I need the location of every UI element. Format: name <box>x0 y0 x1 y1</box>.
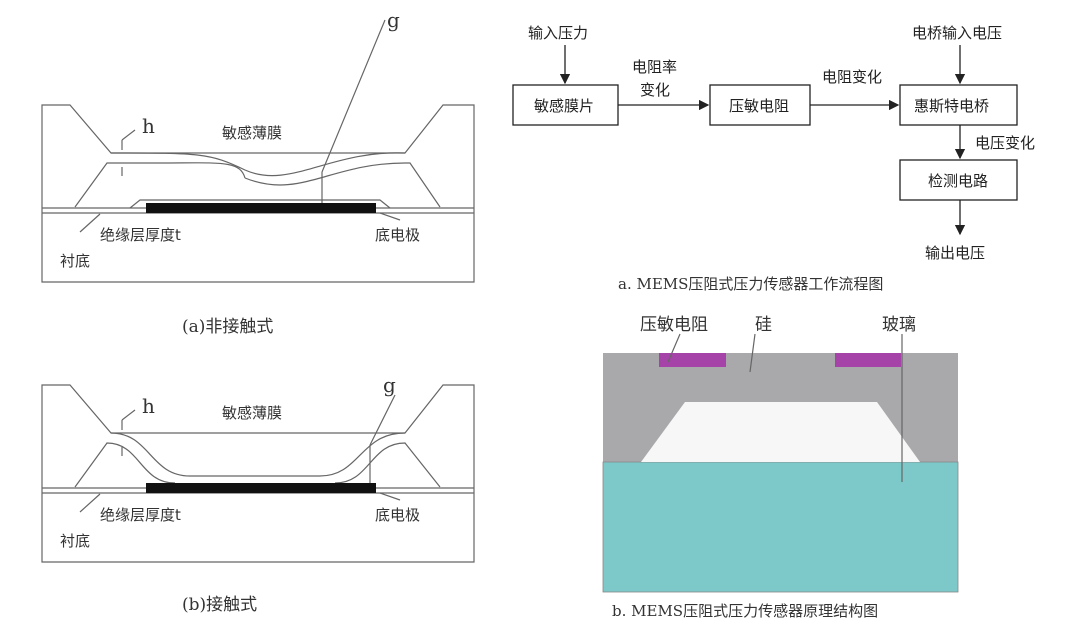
svg-text:压敏电阻: 压敏电阻 <box>729 97 789 115</box>
box-bridge <box>899 84 1018 126</box>
edge3-label: 电压变化 <box>975 134 1035 152</box>
h-label: h <box>142 114 155 138</box>
svg-text:惠斯特电桥: 惠斯特电桥 <box>914 97 989 115</box>
svg-text:检测电路: 检测电路 <box>928 172 988 190</box>
capacitive-contact-diagram: h g 敏感薄膜 绝缘层厚度t 底电极 衬底 (b)接触式 <box>41 373 475 615</box>
caption-flow: a. MEMS压阻式压力传感器工作流程图 <box>618 275 883 293</box>
box-detection <box>899 159 1018 201</box>
caption-a: (a)非接触式 <box>182 317 273 337</box>
edge2-label: 电阻变化 <box>822 68 882 86</box>
substrate-label: 衬底 <box>60 532 90 550</box>
input-pressure-label: 输入压力 <box>528 24 588 42</box>
bridge-input-label: 电桥输入电压 <box>912 24 1002 42</box>
piezoresistor-label: 压敏电阻 <box>640 315 708 335</box>
cavity <box>641 402 920 462</box>
piezoresistor-right <box>835 353 901 367</box>
flowchart: 输入压力 敏感膜片 电阻率 变化 压敏电阻 电阻变化 电桥输入电压 惠斯特电桥 … <box>512 24 1035 293</box>
g-label: g <box>387 8 400 32</box>
electrode-label: 底电极 <box>375 226 420 244</box>
edge1-line2: 变化 <box>640 81 670 99</box>
glass-label: 玻璃 <box>882 315 916 335</box>
output-label: 输出电压 <box>925 244 985 262</box>
h-label: h <box>142 394 155 418</box>
structure-diagram: 压敏电阻 硅 玻璃 b. MEMS压阻式压力传感器原理结构图 <box>602 315 959 620</box>
electrode-label: 底电极 <box>375 506 420 524</box>
piezoresistor-left <box>659 353 726 367</box>
silicon-label: 硅 <box>755 315 772 335</box>
substrate-label: 衬底 <box>60 252 90 270</box>
capacitive-non-contact-diagram: h g 敏感薄膜 绝缘层厚度t 底电极 衬底 (a)非接触式 <box>41 8 475 337</box>
caption-structure: b. MEMS压阻式压力传感器原理结构图 <box>612 602 878 620</box>
bottom-electrode <box>146 203 376 213</box>
insulation-label: 绝缘层厚度t <box>100 506 181 524</box>
caption-b: (b)接触式 <box>182 595 257 615</box>
box-piezoresistor <box>709 84 811 126</box>
edge1-line1: 电阻率 <box>632 58 677 76</box>
bottom-electrode <box>146 483 376 493</box>
membrane-label: 敏感薄膜 <box>222 404 282 422</box>
insulation-label: 绝缘层厚度t <box>100 226 181 244</box>
g-label: g <box>383 373 396 397</box>
glass-layer <box>602 461 959 593</box>
membrane-label: 敏感薄膜 <box>222 124 282 142</box>
svg-text:敏感膜片: 敏感膜片 <box>534 97 594 115</box>
